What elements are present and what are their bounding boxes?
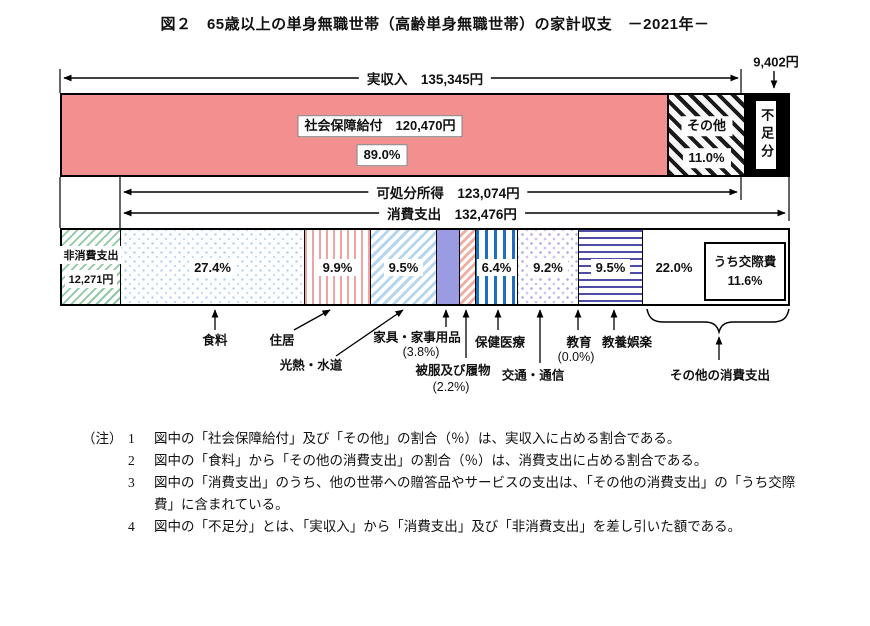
culture-percent: 9.5% (590, 258, 631, 276)
note-number: 1 (128, 431, 135, 446)
social-expenses-label: うち交際費 (713, 254, 777, 269)
label-clothing: 被服及び履物 (415, 363, 491, 378)
shortfall-label: 不足分 (755, 101, 777, 169)
income-segment-other: その他 11.0% (667, 95, 744, 175)
label-furniture-percent: (3.8%) (402, 345, 440, 359)
note-text: 図中の「消費支出」のうち、他の世帯への贈答品やサービスの支出は、「その他の消費支… (154, 475, 796, 512)
note-number: 4 (128, 519, 135, 534)
segment-utilities: 9.5% (371, 230, 437, 304)
non-consumption-label: 非消費支出 (59, 246, 123, 264)
income-total-label: 実収入 135,345円 (358, 68, 492, 88)
income-other-percent-label: 11.0% (682, 148, 731, 168)
expenditure-bar: 非消費支出 12,271円 27.4% 9.9% 9.5% 6.4% 9.2% … (59, 228, 790, 306)
segment-transport: 9.2% (518, 230, 579, 304)
health-percent: 6.4% (476, 258, 517, 276)
utilities-percent: 9.5% (383, 258, 424, 276)
label-education: 教育 (566, 335, 592, 350)
non-consumption-value: 12,271円 (64, 270, 118, 288)
segment-furniture (437, 230, 460, 304)
label-education-percent: (0.0%) (557, 350, 595, 364)
note-text: 図中の「食料」から「その他の消費支出」の割合（％）は、消費支出に占める割合である… (154, 453, 708, 468)
segment-clothing (460, 230, 476, 304)
segment-non-consumption: 非消費支出 12,271円 (59, 230, 123, 304)
segment-health: 6.4% (476, 230, 518, 304)
housing-percent: 9.9% (317, 258, 358, 276)
notes-heading: （注） (82, 431, 123, 446)
social-security-value-label: 社会保障給付 120,470円 (297, 115, 463, 137)
note-number: 2 (128, 453, 135, 468)
disposable-income-label: 可処分所得 123,074円 (368, 182, 528, 202)
transport-percent: 9.2% (528, 258, 568, 276)
other-consumption-percent: 22.0% (655, 259, 693, 275)
label-utilities: 光熱・水道 (279, 358, 343, 373)
segment-food: 27.4% (121, 230, 305, 304)
shortfall-amount-label: 9,402円 (753, 54, 799, 70)
consumption-total-label: 消費支出 132,476円 (379, 203, 525, 223)
income-segment-social-security: 社会保障給付 120,470円 89.0% (62, 95, 667, 175)
note-text: 図中の「社会保障給付」及び「その他」の割合（％）は、実収入に占める割合である。 (154, 431, 681, 446)
income-segment-shortfall: 不足分 (744, 95, 788, 175)
social-expenses-box: うち交際費 11.6% (704, 242, 786, 301)
label-culture: 教養娯楽 (601, 335, 653, 350)
label-transport: 交通・通信 (501, 368, 565, 383)
note-number: 3 (128, 475, 135, 490)
page-title: 図２ 65歳以上の単身無職世帯（高齢単身無職世帯）の家計収支 －2021年－ (160, 16, 710, 33)
label-other-consumption: その他の消費支出 (669, 368, 771, 383)
label-furniture: 家具・家事用品 (373, 330, 461, 345)
social-expenses-percent: 11.6% (727, 273, 763, 288)
food-percent: 27.4% (189, 258, 236, 276)
segment-other-consumption: 22.0% うち交際費 11.6% (643, 230, 788, 304)
segment-culture: 9.5% (579, 230, 643, 304)
label-food: 食料 (202, 333, 228, 348)
income-other-label: その他 (680, 116, 733, 136)
note-text: 図中の「不足分」とは、「実収入」から「消費支出」及び「非消費支出」を差し引いた額… (154, 519, 742, 534)
income-bar: 社会保障給付 120,470円 89.0% その他 11.0% 不足分 (60, 93, 790, 177)
segment-housing: 9.9% (305, 230, 371, 304)
footnotes: （注） 1 図中の「社会保障給付」及び「その他」の割合（％）は、実収入に占める割… (82, 428, 798, 538)
social-security-percent-label: 89.0% (356, 144, 408, 166)
label-housing: 住居 (269, 333, 295, 348)
label-health: 保健医療 (474, 335, 526, 350)
label-clothing-percent: (2.2%) (432, 380, 470, 394)
